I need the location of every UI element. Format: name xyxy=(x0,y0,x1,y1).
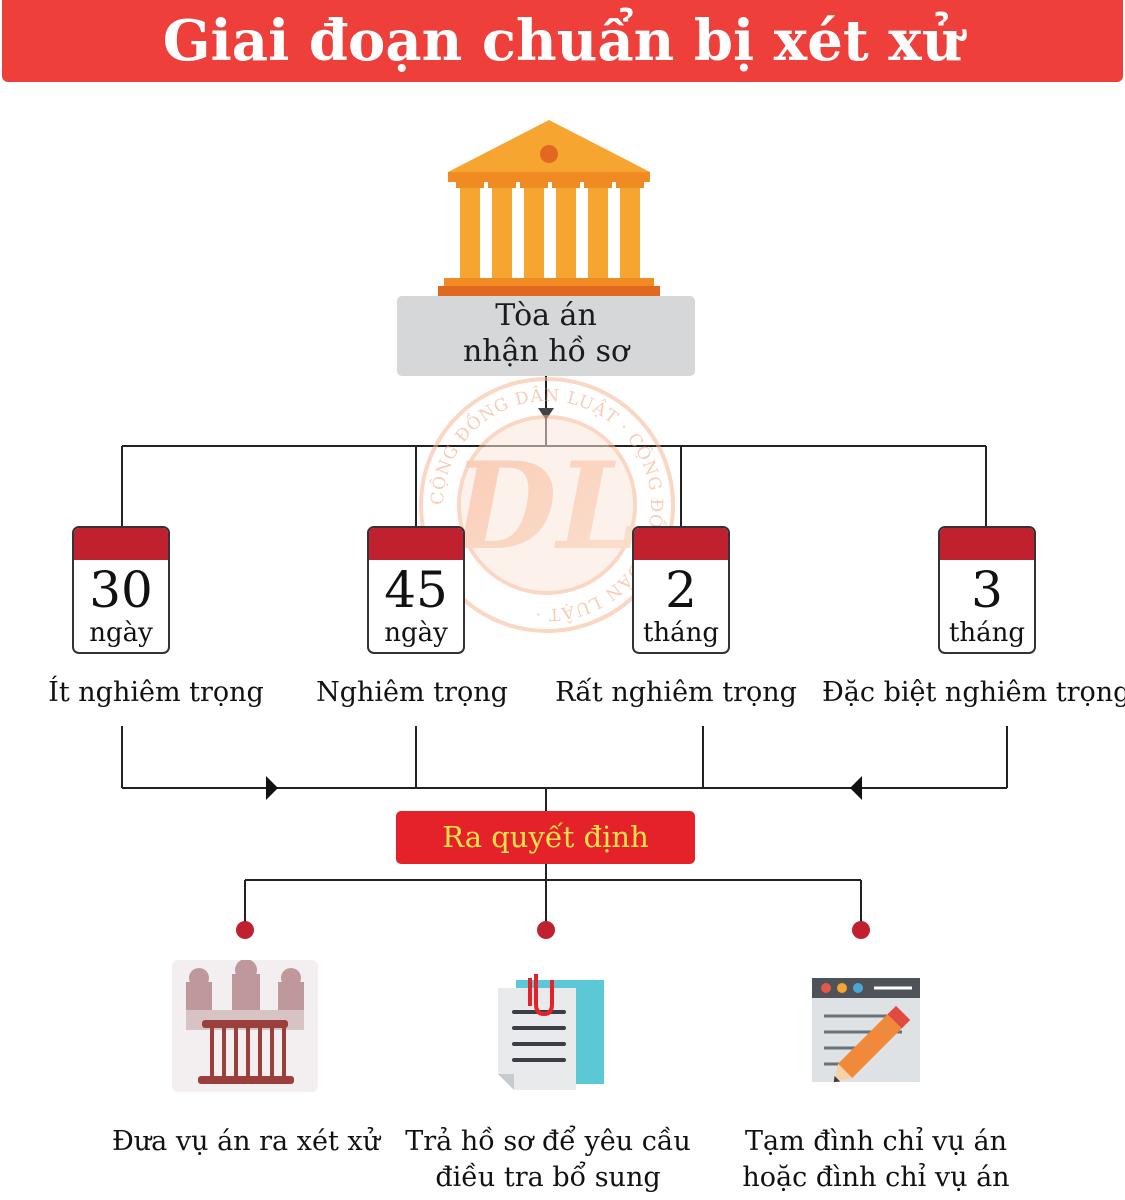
document-icon xyxy=(498,974,604,1090)
court-line-1: Tòa án xyxy=(495,298,597,333)
calendar-header xyxy=(940,528,1034,560)
outcome-label-1: Đưa vụ án ra xét xử xyxy=(96,1124,396,1160)
calendar-card-3: 2 tháng xyxy=(632,526,730,654)
calendar-unit: tháng xyxy=(642,618,720,648)
title-banner: Giai đoạn chuẩn bị xét xử xyxy=(2,0,1123,82)
calendar-unit: tháng xyxy=(948,618,1026,648)
calendar-card-1: 30 ngày xyxy=(72,526,170,654)
calendar-number: 2 xyxy=(665,561,697,619)
outcome-3-line-1: Tạm đình chỉ vụ án xyxy=(744,1126,1007,1157)
calendar-header xyxy=(634,528,728,560)
calendar-unit: ngày xyxy=(89,618,153,648)
calendar-card-4: 3 tháng xyxy=(938,526,1036,654)
outcome-label-3: Tạm đình chỉ vụ án hoặc đình chỉ vụ án xyxy=(726,1124,1026,1196)
calendar-number: 3 xyxy=(971,561,1003,619)
page-title: Giai đoạn chuẩn bị xét xử xyxy=(162,8,963,74)
edit-window-icon xyxy=(812,978,920,1083)
outcome-1-line-1: Đưa vụ án ra xét xử xyxy=(112,1126,380,1157)
outcome-label-2: Trả hồ sơ để yêu cầu điều tra bổ sung xyxy=(400,1124,696,1196)
decision-label: Ra quyết định xyxy=(442,820,649,854)
courtroom-icon xyxy=(172,960,318,1092)
watermark-seal-icon: CỘNG ĐỒNG DÂN LUẬT · CỘNG ĐỒNG DÂN LUẬT … xyxy=(419,377,675,633)
calendar-header xyxy=(74,528,168,560)
calendar-unit: ngày xyxy=(384,618,448,648)
category-label-3: Rất nghiêm trọng xyxy=(555,677,797,708)
court-receives-file-box: Tòa án nhận hồ sơ xyxy=(397,296,695,376)
calendar-header xyxy=(369,528,463,560)
watermark-monogram: DL xyxy=(450,436,641,577)
calendar-number: 30 xyxy=(89,561,153,619)
outcome-2-line-2: điều tra bổ sung xyxy=(435,1162,661,1193)
courthouse-icon xyxy=(438,120,660,296)
category-label-2: Nghiêm trọng xyxy=(316,677,508,708)
decision-box: Ra quyết định xyxy=(396,811,695,864)
court-line-2: nhận hồ sơ xyxy=(462,334,630,369)
category-label-1: Ít nghiêm trọng xyxy=(48,677,264,708)
calendar-number: 45 xyxy=(384,561,448,619)
calendar-card-2: 45 ngày xyxy=(367,526,465,654)
outcome-3-line-2: hoặc đình chỉ vụ án xyxy=(742,1162,1010,1193)
category-label-4: Đặc biệt nghiêm trọng xyxy=(822,677,1125,708)
outcome-2-line-1: Trả hồ sơ để yêu cầu xyxy=(405,1126,691,1157)
